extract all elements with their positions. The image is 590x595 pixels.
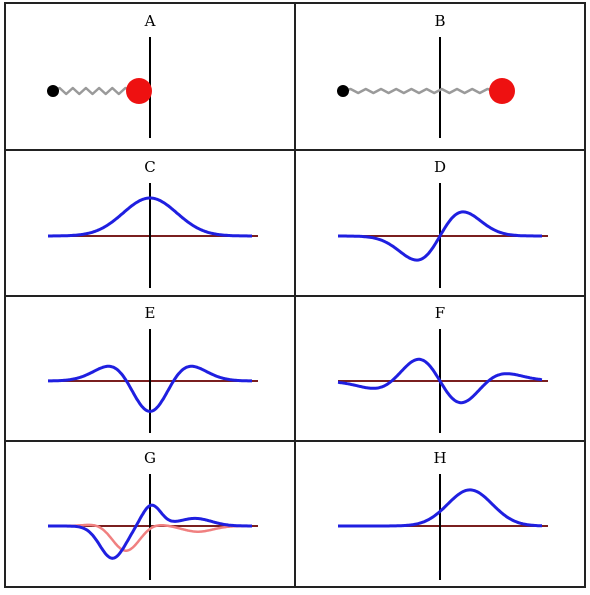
anchor-ball-a [47,85,59,97]
panel-c-wave [48,183,258,288]
panel-f-wave [337,329,548,433]
panel-g-curve [48,503,252,560]
panel-label-a: A [144,12,156,30]
panel-label-e: E [145,304,156,322]
spring-a [52,86,133,96]
panel-label-d: D [434,158,446,176]
panel-d-curve [338,210,542,262]
panel-label-h: H [433,449,446,467]
panel-f-curve [337,357,543,405]
panel-c-curve [48,196,252,238]
panel-g-secondary-curve [48,523,252,552]
panel-grid-lines [4,2,586,588]
mass-ball-a [126,78,152,104]
anchor-ball-b [337,85,349,97]
mass-ball-b [489,78,515,104]
panel-label-c: C [144,158,155,176]
panel-label-f: F [435,304,445,322]
panel-label-g: G [144,449,156,467]
panel-h-curve [338,488,542,528]
panel-a-spring [47,37,152,138]
panel-d-wave [338,183,548,288]
panel-e-curve [48,364,252,413]
panel-label-b: B [434,12,445,30]
panel-h-wave [338,474,548,580]
panel-g-wave [48,474,258,580]
spring-b [342,87,496,95]
panel-b-spring [337,37,515,138]
panel-e-wave [48,329,258,433]
